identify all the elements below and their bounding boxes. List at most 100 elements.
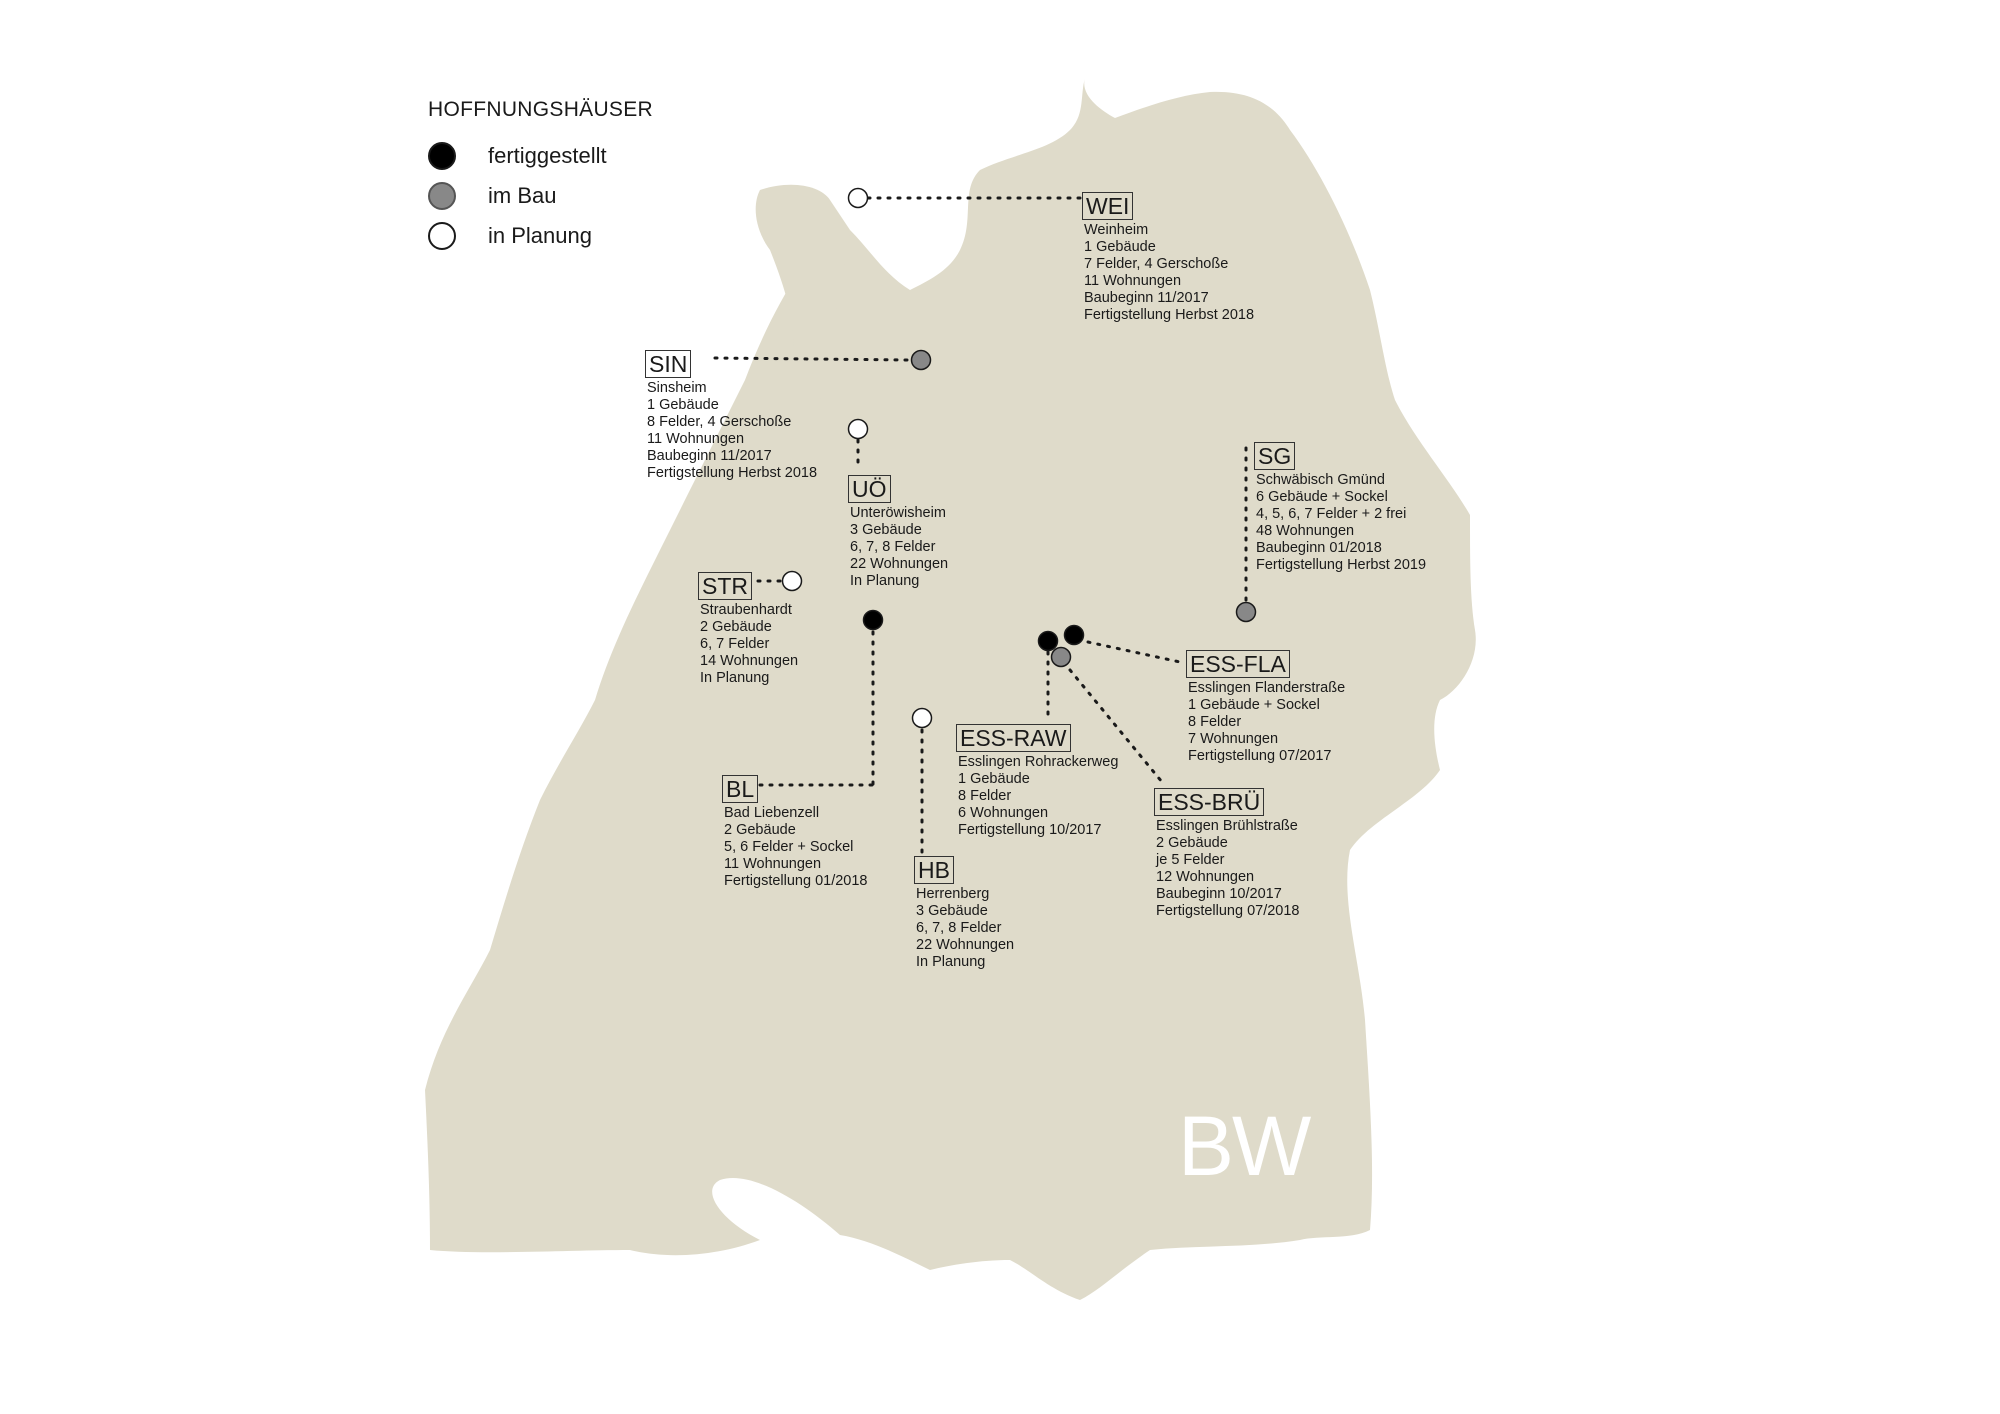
site-detail-line: 11 Wohnungen xyxy=(724,856,822,872)
legend-label: fertiggestellt xyxy=(488,143,607,168)
marker-sin[interactable] xyxy=(910,349,932,371)
site-detail-line: Baubeginn 01/2018 xyxy=(1256,540,1382,556)
site-name: Esslingen Flanderstraße xyxy=(1188,680,1346,696)
site-sin[interactable]: SIN Sinsheim 1 Gebäude 8 Felder, 4 Gersc… xyxy=(645,350,817,482)
site-detail-line: Fertigstellung 07/2018 xyxy=(1156,903,1300,919)
legend: HOFFNUNGSHÄUSER fertiggestellt im Bau in… xyxy=(428,98,653,256)
site-detail-line: 6, 7, 8 Felder xyxy=(850,539,936,555)
site-detail-line: In Planung xyxy=(850,573,920,589)
site-detail-line: 4, 5, 6, 7 Felder + 2 frei xyxy=(1256,506,1407,522)
site-code: ESS-BRÜ xyxy=(1154,788,1265,816)
site-name: Herrenberg xyxy=(916,886,990,902)
site-detail-line: Fertigstellung Herbst 2018 xyxy=(647,465,818,481)
site-detail-line: Fertigstellung Herbst 2018 xyxy=(1084,307,1255,323)
site-detail-line: Baubeginn 10/2017 xyxy=(1156,886,1282,902)
site-hb[interactable]: HB Herrenberg 3 Gebäude 6, 7, 8 Felder 2… xyxy=(914,856,1014,971)
site-detail-line: Fertigstellung 10/2017 xyxy=(958,822,1102,838)
site-code: SG xyxy=(1254,442,1296,470)
site-detail-line: je 5 Felder xyxy=(1156,852,1225,868)
site-details: Schwäbisch Gmünd 6 Gebäude + Sockel 4, 5… xyxy=(1254,472,1426,574)
site-detail-line: 1 Gebäude + Sockel xyxy=(1188,697,1320,713)
site-detail-line: 6 Gebäude + Sockel xyxy=(1256,489,1388,505)
site-code: SIN xyxy=(645,350,692,378)
site-ess-raw[interactable]: ESS-RAW Esslingen Rohrackerweg 1 Gebäude… xyxy=(956,724,1118,839)
marker-hb[interactable] xyxy=(911,707,933,729)
site-sg[interactable]: SG Schwäbisch Gmünd 6 Gebäude + Sockel 4… xyxy=(1254,442,1426,574)
marker-ess-fla[interactable] xyxy=(1063,624,1085,646)
site-details: Sinsheim 1 Gebäude 8 Felder, 4 Gerschoße… xyxy=(645,380,817,482)
site-uo[interactable]: UÖ Unteröwisheim 3 Gebäude 6, 7, 8 Felde… xyxy=(848,475,948,590)
site-details: Weinheim 1 Gebäude 7 Felder, 4 Gerschoße… xyxy=(1082,222,1254,324)
site-detail-line: 8 Felder, 4 Gerschoße xyxy=(647,414,792,430)
state-outline xyxy=(425,78,1476,1300)
site-detail-line: Fertigstellung 07/2017 xyxy=(1188,748,1332,764)
site-wei[interactable]: WEI Weinheim 1 Gebäude 7 Felder, 4 Gersc… xyxy=(1082,192,1254,324)
site-detail-line: Fertigstellung Herbst 2019 xyxy=(1256,557,1427,573)
site-detail-line: 22 Wohnungen xyxy=(850,556,949,572)
marker-str[interactable] xyxy=(781,570,803,592)
site-ess-bru[interactable]: ESS-BRÜ Esslingen Brühlstraße 2 Gebäude … xyxy=(1154,788,1300,920)
location-markers xyxy=(781,187,1257,729)
legend-item-im-bau: im Bau xyxy=(428,176,653,216)
site-details: Esslingen Brühlstraße 2 Gebäude je 5 Fel… xyxy=(1154,818,1300,920)
marker-sg[interactable] xyxy=(1235,601,1257,623)
connector-sin xyxy=(713,356,912,362)
site-detail-line: 3 Gebäude xyxy=(916,903,988,919)
site-detail-line: 12 Wohnungen xyxy=(1156,869,1255,885)
site-detail-line: 8 Felder xyxy=(1188,714,1242,730)
legend-label: in Planung xyxy=(488,223,592,248)
site-detail-line: 1 Gebäude xyxy=(1084,239,1156,255)
marker-ess-raw[interactable] xyxy=(1037,630,1059,652)
site-name: Schwäbisch Gmünd xyxy=(1256,472,1385,488)
site-code: BL xyxy=(722,775,759,803)
site-detail-line: 6, 7 Felder xyxy=(700,636,770,652)
state-outline-northwest xyxy=(720,230,850,520)
marker-uö[interactable] xyxy=(847,418,869,440)
site-name: Unteröwisheim xyxy=(850,505,946,521)
site-detail-line: Fertigstellung 01/2018 xyxy=(724,873,868,889)
site-detail-line: In Planung xyxy=(916,954,986,970)
site-detail-line: 11 Wohnungen xyxy=(647,431,745,447)
site-detail-line: 7 Felder, 4 Gerschoße xyxy=(1084,256,1229,272)
site-detail-line: 6, 7, 8 Felder xyxy=(916,920,1002,936)
site-details: Bad Liebenzell 2 Gebäude 5, 6 Felder + S… xyxy=(722,805,868,890)
site-code: STR xyxy=(698,572,752,600)
legend-label: im Bau xyxy=(488,183,557,208)
filled-circle-icon xyxy=(428,142,456,170)
site-detail-line: 6 Wohnungen xyxy=(958,805,1049,821)
site-detail-line: 22 Wohnungen xyxy=(916,937,1015,953)
site-detail-line: 7 Wohnungen xyxy=(1188,731,1279,747)
connector-lines xyxy=(713,196,1248,860)
site-detail-line: In Planung xyxy=(700,670,770,686)
site-detail-line: 1 Gebäude xyxy=(958,771,1030,787)
site-detail-line: 14 Wohnungen xyxy=(700,653,799,669)
site-name: Esslingen Brühlstraße xyxy=(1156,818,1298,834)
gray-circle-icon xyxy=(428,182,456,210)
site-detail-line: 1 Gebäude xyxy=(647,397,719,413)
site-detail-line: 2 Gebäude xyxy=(700,619,772,635)
site-detail-line: 2 Gebäude xyxy=(724,822,796,838)
site-details: Esslingen Flanderstraße 1 Gebäude + Sock… xyxy=(1186,680,1345,765)
site-code: ESS-RAW xyxy=(956,724,1071,752)
site-name: Weinheim xyxy=(1084,222,1149,238)
marker-ess-brü[interactable] xyxy=(1050,646,1072,668)
site-name: Esslingen Rohrackerweg xyxy=(958,754,1119,770)
site-code: UÖ xyxy=(848,475,891,503)
empty-circle-icon xyxy=(428,222,456,250)
marker-bl[interactable] xyxy=(862,609,884,631)
site-str[interactable]: STR Straubenhardt 2 Gebäude 6, 7 Felder … xyxy=(698,572,798,687)
site-detail-line: 11 Wohnungen xyxy=(1084,273,1182,289)
site-detail-line: 5, 6 Felder + Sockel xyxy=(724,839,854,855)
site-ess-fla[interactable]: ESS-FLA Esslingen Flanderstraße 1 Gebäud… xyxy=(1186,650,1345,765)
site-code: ESS-FLA xyxy=(1186,650,1290,678)
site-detail-line: 2 Gebäude xyxy=(1156,835,1228,851)
connector-ess-bru xyxy=(1068,668,1164,784)
site-details: Unteröwisheim 3 Gebäude 6, 7, 8 Felder 2… xyxy=(848,505,948,590)
marker-wei[interactable] xyxy=(847,187,869,209)
site-detail-line: 8 Felder xyxy=(958,788,1012,804)
site-name: Sinsheim xyxy=(647,380,707,396)
legend-item-fertiggestellt: fertiggestellt xyxy=(428,136,653,176)
legend-item-in-planung: in Planung xyxy=(428,216,653,256)
site-bl[interactable]: BL Bad Liebenzell 2 Gebäude 5, 6 Felder … xyxy=(722,775,868,890)
